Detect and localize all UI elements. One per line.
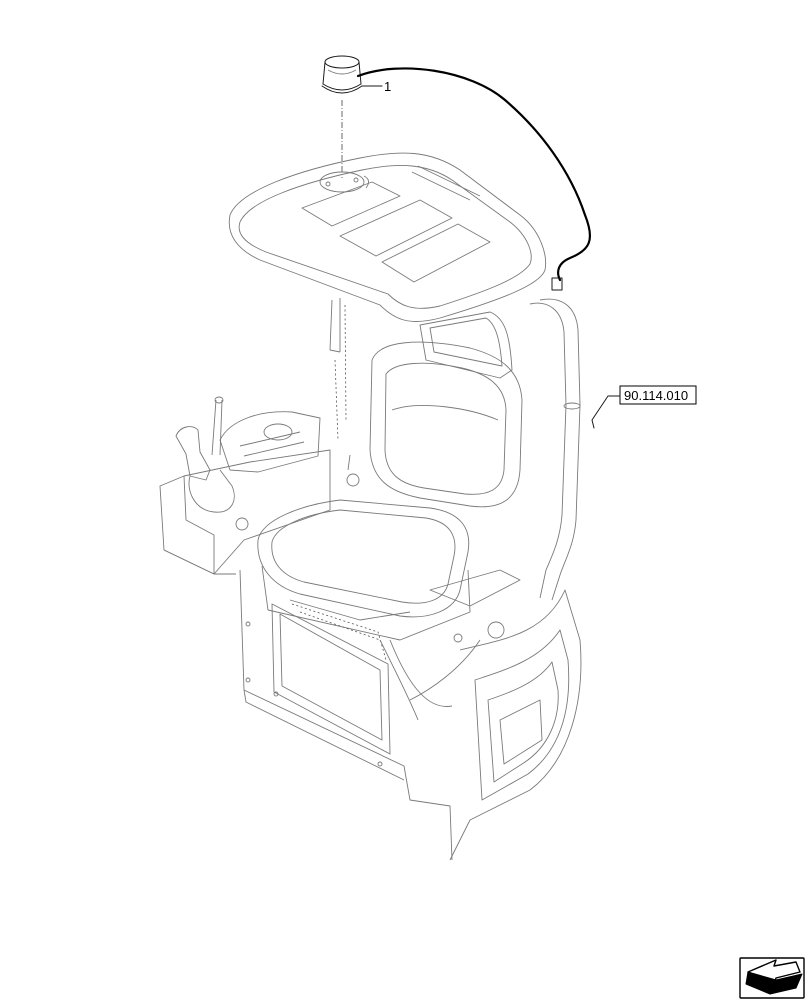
cable-connector — [551, 277, 563, 291]
roof-canopy — [228, 152, 547, 322]
beacon-cable — [356, 67, 592, 282]
rops-frame — [329, 298, 581, 601]
left-control-console — [159, 396, 331, 575]
svg-text:90.114.010: 90.114.010 — [624, 388, 688, 403]
beacon-lamp-icon[interactable] — [321, 55, 363, 94]
nav-arrow-icon[interactable] — [739, 957, 805, 999]
cab-lower-body — [239, 569, 582, 861]
callout-label-1: 1 — [384, 79, 391, 94]
operator-seat — [257, 311, 523, 641]
reference-callout-cab[interactable]: 90.114.010 — [591, 385, 697, 429]
